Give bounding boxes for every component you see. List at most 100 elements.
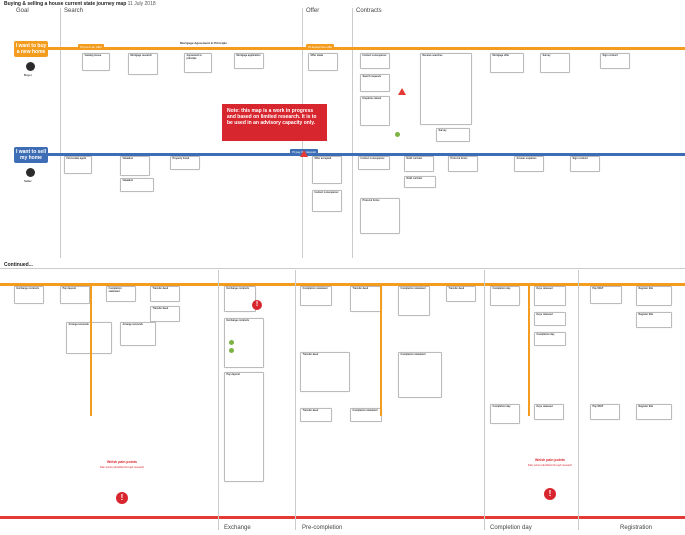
alert-icon: ! bbox=[252, 300, 262, 310]
buyer-journey-line bbox=[30, 47, 685, 50]
card-b-exchange: Exchange contracts bbox=[14, 286, 44, 304]
card-pre-1: Completion statement bbox=[300, 286, 332, 306]
card-reg-5: Register title bbox=[636, 404, 672, 420]
card-b-transfer-2: Transfer deed bbox=[150, 306, 180, 322]
card-comp-3: Keys released bbox=[534, 312, 566, 326]
timeline-line bbox=[0, 516, 685, 519]
pain-text-left: Pain points identified through research bbox=[99, 466, 145, 469]
card-b-removals: Arrange removals bbox=[120, 322, 156, 346]
connector bbox=[528, 286, 530, 416]
stage-divider bbox=[295, 270, 296, 530]
card-offer-accepted: Offer accepted bbox=[312, 156, 342, 184]
card-sign-contract: Sign contract bbox=[600, 53, 630, 69]
card-agreement: Agreement in principle bbox=[184, 53, 212, 73]
stage-offer: Offer bbox=[306, 8, 320, 14]
card-comp-5: Completion day bbox=[490, 404, 520, 424]
card-pre-6: Transfer deed bbox=[300, 408, 332, 422]
stage-divider bbox=[484, 270, 485, 530]
card-valuation-2: Valuation bbox=[120, 178, 154, 192]
map-date: 11 July 2018 bbox=[127, 1, 156, 7]
card-pre-8: Transfer deed bbox=[446, 286, 476, 302]
stage-goal: Goal bbox=[16, 8, 29, 14]
card-offer-made: Offer made bbox=[308, 53, 338, 71]
card-instruct: Instruct conveyancer bbox=[360, 53, 390, 69]
seller-journey-line bbox=[30, 153, 685, 156]
card-sign-contract-seller: Sign contract bbox=[570, 156, 600, 172]
stage-pre-completion: Pre-completion bbox=[302, 525, 343, 531]
card-pre-4: Transfer deed bbox=[300, 352, 350, 392]
positive-dot bbox=[395, 132, 400, 137]
card-viewing: Viewing house bbox=[82, 53, 110, 71]
card-exchange-1: Exchange contracts bbox=[224, 286, 256, 312]
stage-completion-day: Completion day bbox=[490, 525, 532, 531]
buyer-avatar bbox=[26, 62, 35, 71]
card-exchange-3: Pay deposit bbox=[224, 372, 264, 482]
connector bbox=[380, 286, 382, 416]
card-find-agent: Find estate agent bbox=[64, 156, 92, 174]
card-comp-6: Keys released bbox=[534, 404, 564, 420]
card-pre-3: Completion statement bbox=[398, 286, 430, 316]
warning-icon bbox=[398, 88, 406, 95]
buyer-role-label: Buyer bbox=[24, 73, 32, 77]
section-divider bbox=[0, 268, 685, 269]
stage-exchange: Exchange bbox=[224, 525, 251, 531]
card-valuation: Valuation bbox=[120, 156, 150, 176]
mortgage-heading: Mortgage Agreement in Principle bbox=[180, 41, 227, 45]
card-answer-enquiries: Answer enquiries bbox=[514, 156, 544, 172]
card-enquiries: Enquiries raised bbox=[360, 96, 390, 126]
alert-icon: ! bbox=[116, 492, 128, 504]
card-b-list: Arrange removals bbox=[66, 322, 112, 354]
card-protocol: Protocol forms bbox=[448, 156, 478, 172]
map-title: Buying & selling a house current state j… bbox=[4, 1, 156, 7]
card-reg-1: Pay SDLT bbox=[590, 286, 622, 304]
stage-contracts: Contracts bbox=[356, 8, 382, 14]
card-seller-note: Instruct conveyancer bbox=[312, 190, 342, 212]
card-survey-result: Survey bbox=[436, 128, 470, 142]
card-search-req: Search requests bbox=[360, 74, 390, 92]
seller-avatar bbox=[26, 168, 35, 177]
card-survey: Survey bbox=[540, 53, 570, 73]
card-mortgage-research: Mortgage research bbox=[128, 53, 158, 75]
card-comp-1: Completion day bbox=[490, 286, 520, 306]
card-property-listed: Property listed bbox=[170, 156, 200, 170]
connector bbox=[90, 286, 92, 416]
card-b-transfer: Transfer deed bbox=[150, 286, 180, 302]
card-pre-2: Transfer deed bbox=[350, 286, 382, 312]
pain-title-right: Welsh pain points bbox=[535, 458, 565, 462]
goal-buy-box: I want to buy a new home bbox=[14, 41, 48, 57]
pain-title-left: Welsh pain points bbox=[107, 460, 137, 464]
card-reg-3: Register title bbox=[636, 312, 672, 328]
seller-role-label: Seller bbox=[24, 179, 32, 183]
card-comp-4: Completion day bbox=[534, 332, 566, 346]
card-reg-4: Pay SDLT bbox=[590, 404, 620, 420]
stage-registration: Registration bbox=[620, 525, 653, 531]
card-b-deposit: Pay deposit bbox=[60, 286, 90, 304]
alert-icon: ! bbox=[544, 488, 556, 500]
card-comp-2: Keys released bbox=[534, 286, 566, 306]
chip-buyer-start: I'll put in an offer bbox=[78, 44, 104, 49]
card-reg-2: Register title bbox=[636, 286, 672, 306]
positive-dot bbox=[229, 348, 234, 353]
card-pre-7: Completion statement bbox=[350, 408, 382, 422]
warning-icon bbox=[300, 150, 308, 157]
card-draft-contract: Draft contract bbox=[404, 156, 434, 172]
card-seller-docs: Protocol forms bbox=[360, 198, 400, 234]
positive-dot bbox=[229, 340, 234, 345]
stage-divider bbox=[578, 270, 579, 530]
card-mortgage-offer: Mortgage offer bbox=[490, 53, 524, 73]
card-instruct-seller: Instruct conveyancer bbox=[358, 156, 390, 170]
buyer-journey-line-2 bbox=[0, 283, 685, 286]
pain-text-right: Pain points identified through research bbox=[527, 464, 573, 467]
continued-label: Continued... bbox=[4, 262, 33, 268]
stage-divider bbox=[218, 270, 219, 530]
stage-divider bbox=[60, 8, 61, 258]
stage-search: Search bbox=[64, 8, 84, 14]
card-seller-extra: Draft contract bbox=[404, 176, 436, 188]
stage-divider bbox=[352, 8, 353, 258]
card-searches: Receive searches bbox=[420, 53, 472, 125]
card-mortgage-app: Mortgage application bbox=[234, 53, 264, 69]
chip-offer: I'll accept the offer bbox=[306, 44, 335, 49]
work-in-progress-note: Note: this map is a work in progress and… bbox=[222, 104, 327, 141]
goal-sell-box: I want to sell my home bbox=[14, 147, 48, 163]
card-pre-5: Completion statement bbox=[398, 352, 442, 398]
